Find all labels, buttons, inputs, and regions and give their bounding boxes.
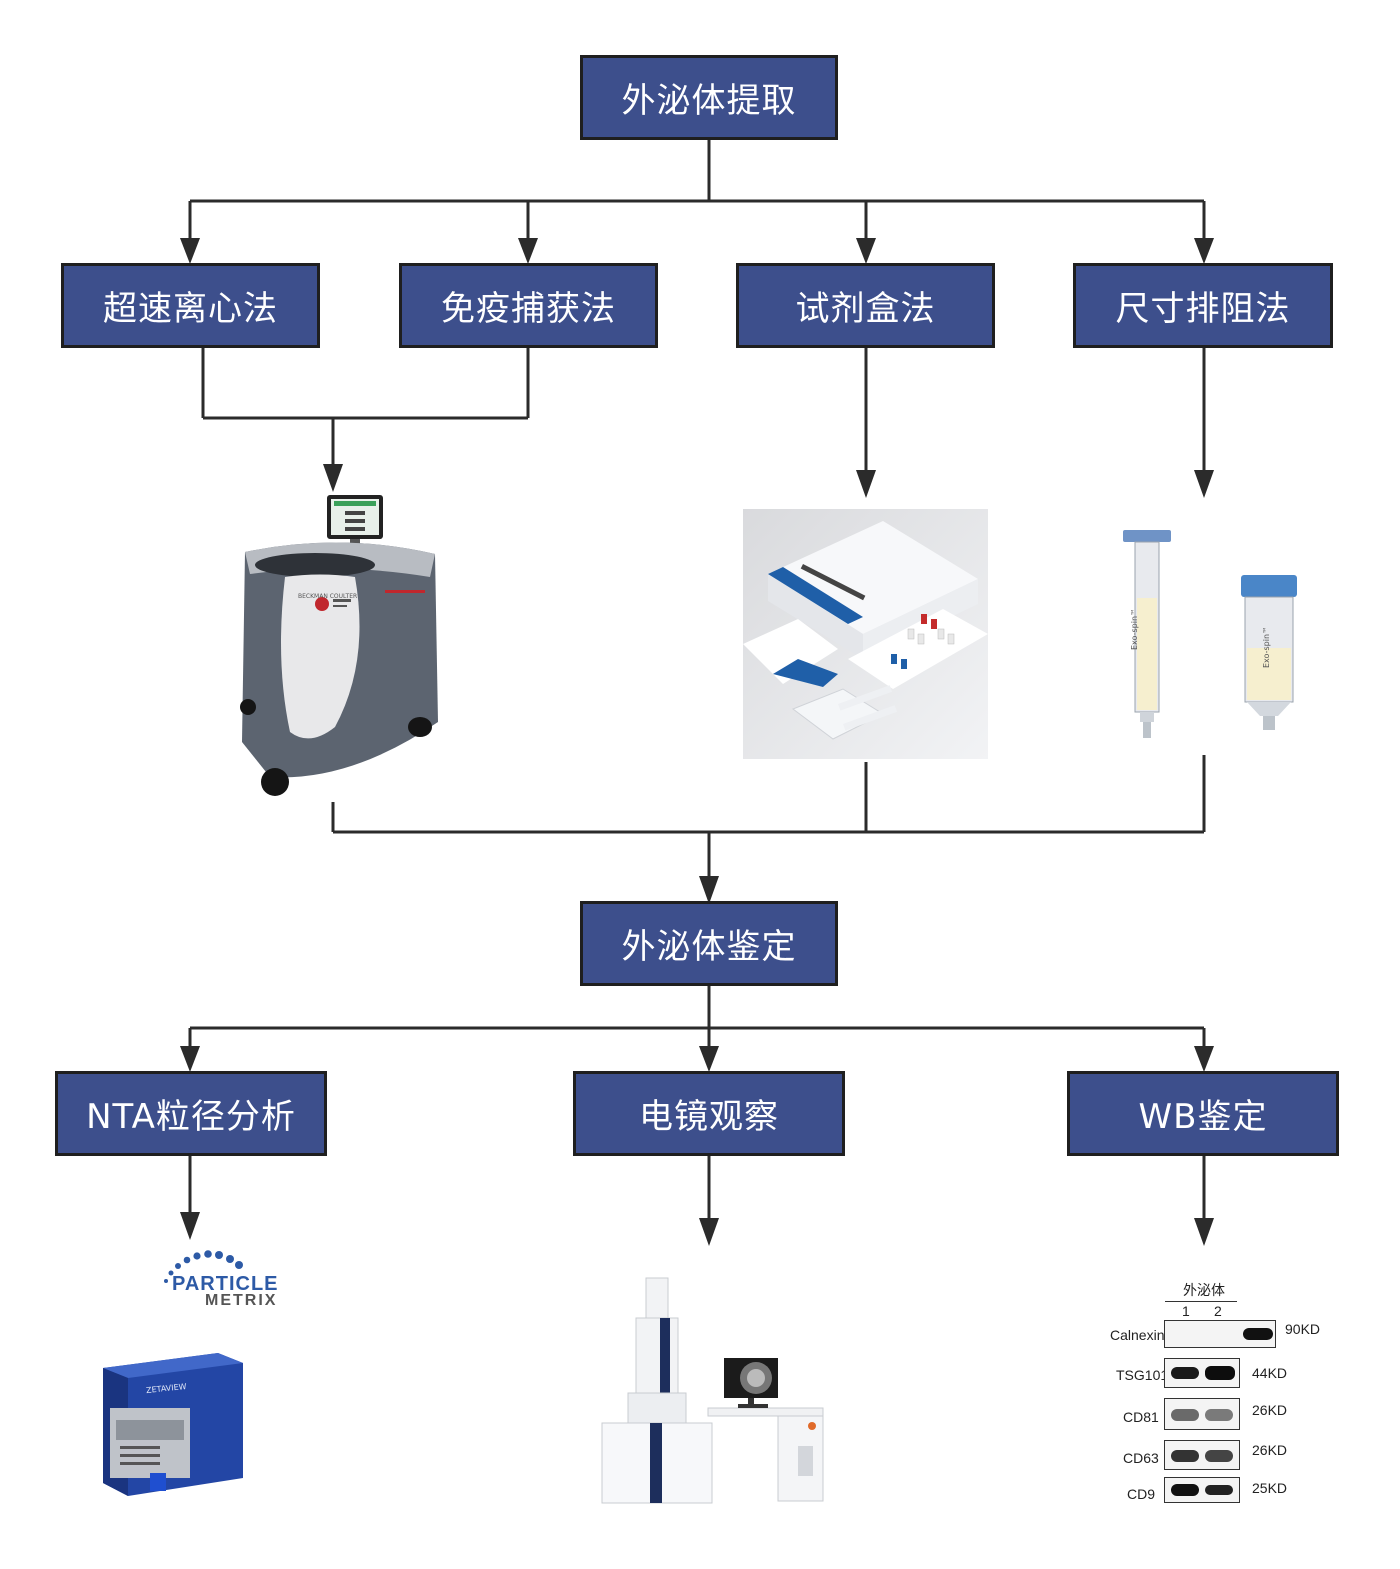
reagent-kit-box-icon — [743, 509, 988, 759]
zetaview-instrument-icon — [103, 1353, 243, 1496]
node-ultracentrifugation: 超速离心法 — [61, 263, 320, 348]
wb-band-calnexin-lane2 — [1243, 1328, 1273, 1340]
node-immunocapture: 免疫捕获法 — [399, 263, 658, 348]
wb-band-cd81-lane2 — [1205, 1409, 1233, 1421]
wb-protein-tsg101: TSG101 — [1116, 1367, 1169, 1383]
wb-blot-tsg101 — [1164, 1358, 1240, 1388]
particle-metrix-logo-line1: PARTICLE — [172, 1273, 279, 1295]
wb-blot-cd63 — [1164, 1440, 1240, 1470]
wb-band-cd9-lane1 — [1171, 1484, 1199, 1496]
wb-kd-tsg101: 44KD — [1252, 1365, 1288, 1381]
wb-protein-cd9: CD9 — [1127, 1486, 1156, 1502]
node-electron-microscopy: 电镜观察 — [573, 1071, 845, 1156]
wb-band-tsg101-lane2 — [1205, 1366, 1235, 1380]
wb-protein-cd63: CD63 — [1123, 1450, 1159, 1466]
wb-blot-cd9 — [1164, 1477, 1240, 1503]
node-label: 超速离心法 — [103, 289, 278, 329]
node-label: 外泌体鉴定 — [621, 927, 797, 967]
wb-band-tsg101-lane1 — [1171, 1367, 1199, 1379]
wb-blot-calnexin — [1164, 1320, 1276, 1348]
wb-lane-2: 2 — [1214, 1303, 1222, 1319]
wb-blot-cd81 — [1164, 1398, 1240, 1430]
centrifuge-brand: BECKMAN COULTER — [298, 593, 358, 600]
node-size-exclusion: 尺寸排阻法 — [1073, 263, 1333, 348]
spin-column-label: Exo-spin™ — [1130, 607, 1139, 650]
wb-band-cd9-lane2 — [1205, 1485, 1233, 1495]
wb-lane-1: 1 — [1182, 1303, 1190, 1319]
particle-metrix-logo-line2: METRIX — [205, 1292, 278, 1309]
particle-metrix-dots-icon — [164, 1250, 243, 1283]
node-reagent-kit: 试剂盒法 — [736, 263, 995, 348]
wb-kd-calnexin: 90KD — [1285, 1321, 1321, 1337]
wb-band-cd63-lane1 — [1171, 1450, 1199, 1462]
node-label: WB鉴定 — [1138, 1097, 1268, 1137]
wb-protein-cd81: CD81 — [1123, 1409, 1159, 1425]
node-nta-analysis: NTA粒径分析 — [55, 1071, 327, 1156]
wb-kd-cd9: 25KD — [1252, 1480, 1288, 1496]
node-label: NTA粒径分析 — [86, 1097, 296, 1137]
node-label: 尺寸排阻法 — [1115, 289, 1291, 329]
spin-column-label-2: Exo-spin™ — [1262, 625, 1271, 668]
node-exosome-extraction: 外泌体提取 — [580, 55, 838, 140]
wb-header-underline — [1165, 1301, 1237, 1302]
wb-band-cd63-lane2 — [1205, 1450, 1233, 1462]
wb-kd-cd63: 26KD — [1252, 1442, 1288, 1458]
node-label: 电镜观察 — [639, 1097, 779, 1137]
wb-band-cd81-lane1 — [1171, 1409, 1199, 1421]
node-western-blot: WB鉴定 — [1067, 1071, 1339, 1156]
node-label: 外泌体提取 — [621, 81, 797, 121]
electron-microscope-icon — [601, 1277, 824, 1504]
wb-protein-calnexin: Calnexin — [1110, 1327, 1165, 1343]
node-label: 试剂盒法 — [795, 289, 936, 329]
spin-columns-icon — [1123, 530, 1297, 738]
node-label: 免疫捕获法 — [441, 289, 616, 329]
wb-kd-cd81: 26KD — [1252, 1402, 1288, 1418]
node-exosome-identification: 外泌体鉴定 — [580, 901, 838, 986]
centrifuge-machine-icon — [240, 495, 438, 796]
wb-header: 外泌体 — [1183, 1282, 1225, 1298]
